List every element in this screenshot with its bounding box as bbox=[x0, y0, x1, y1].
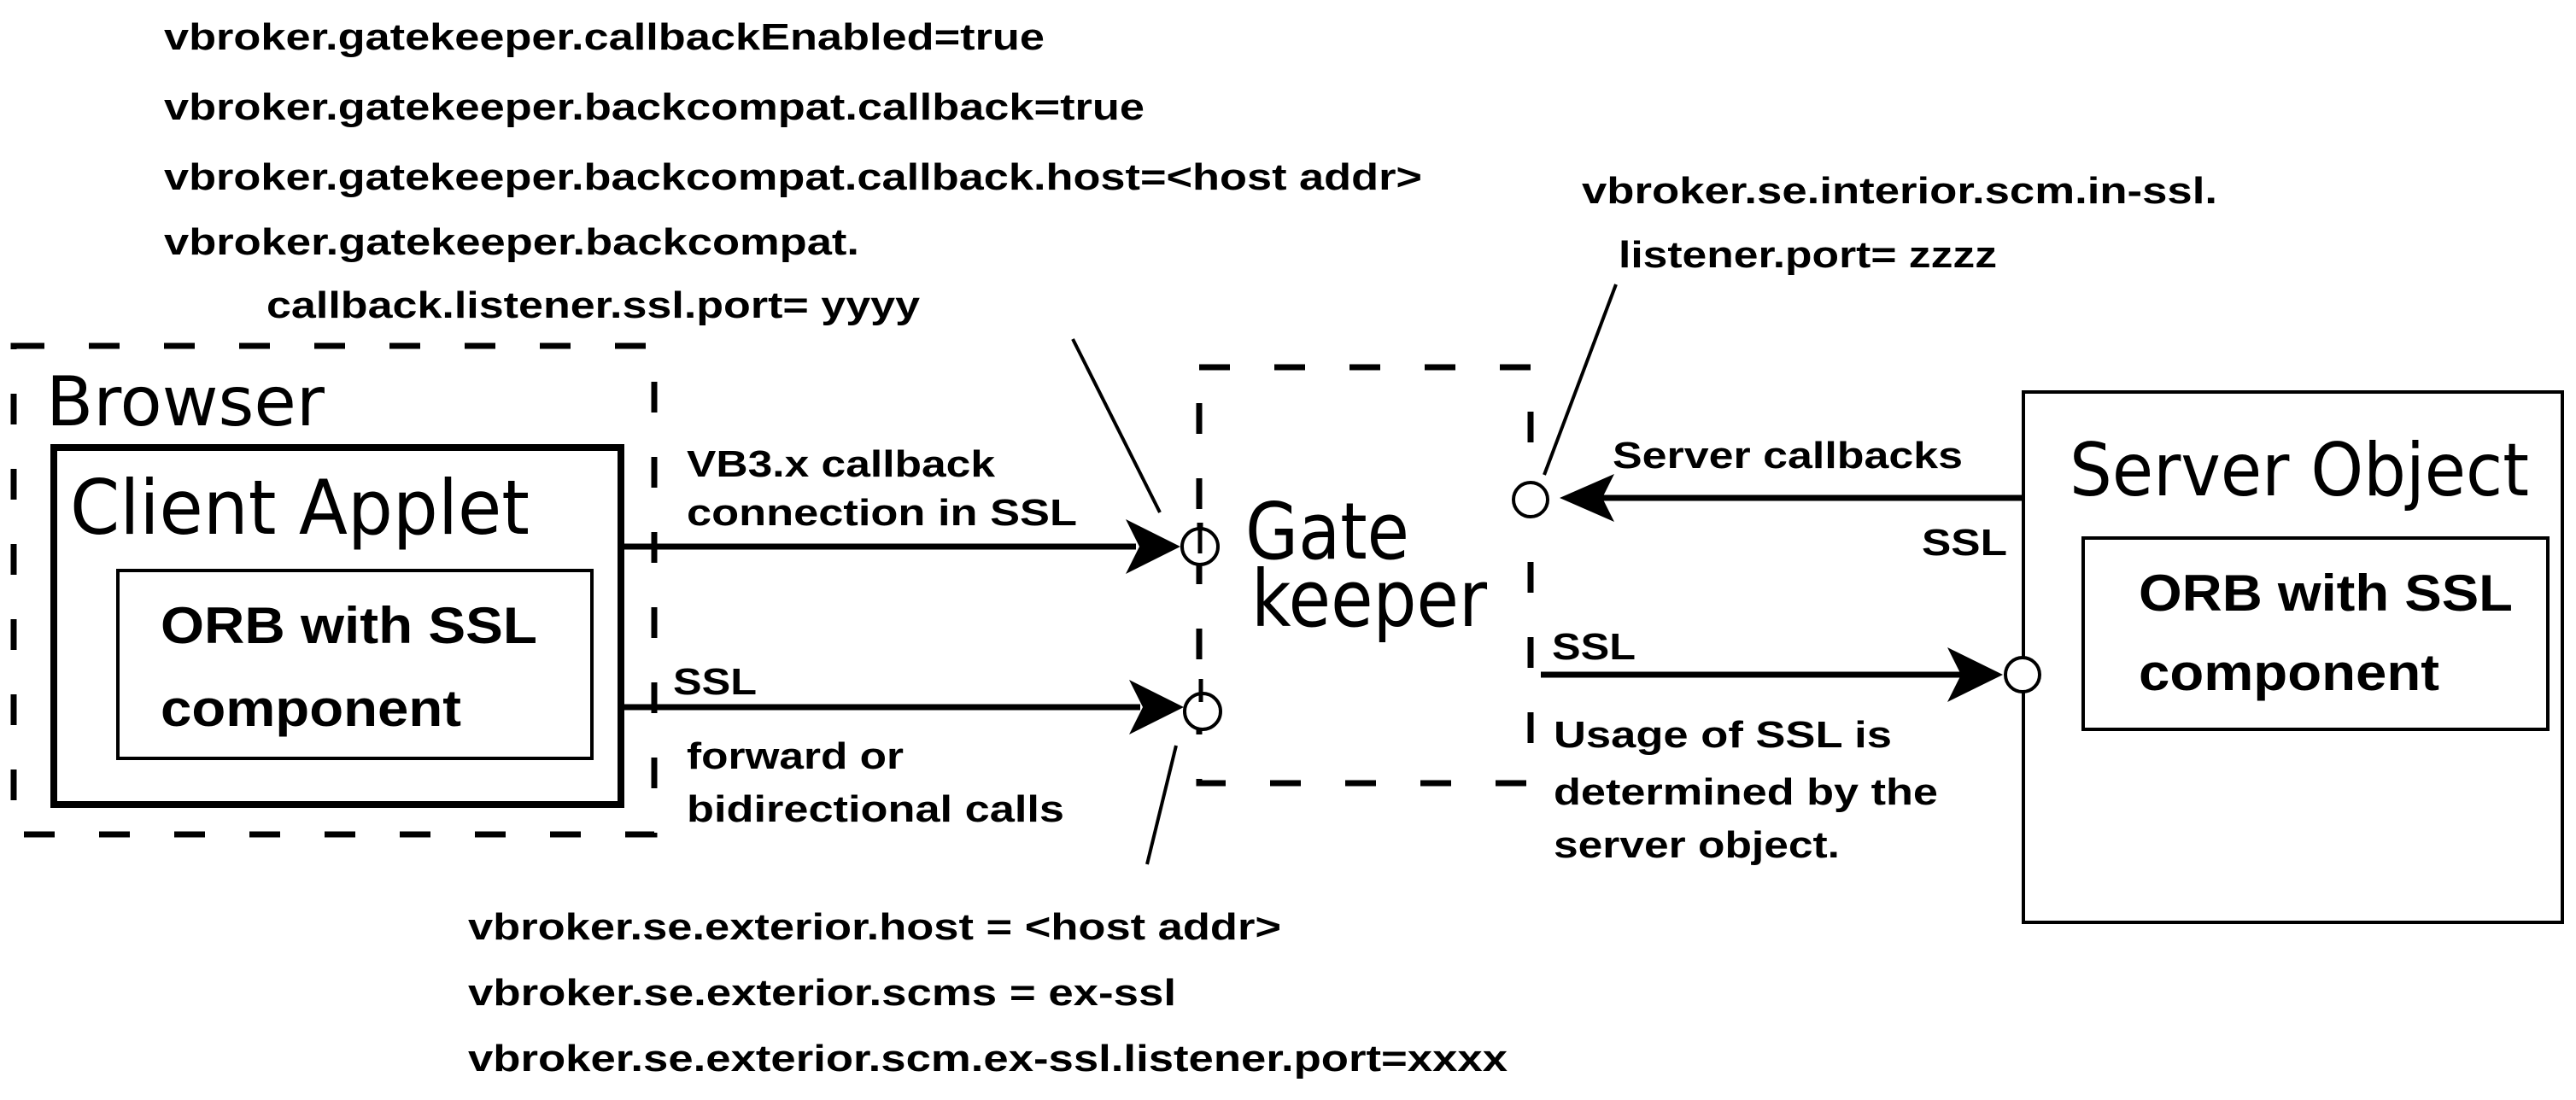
callback-arrowhead-icon bbox=[1126, 519, 1180, 574]
callback-label-line2: connection in SSL bbox=[687, 492, 1077, 534]
to-server-note-line3: server object. bbox=[1554, 824, 1840, 866]
exterior-properties: vbroker.se.exterior.host = <host addr> v… bbox=[468, 906, 1508, 1080]
server-callbacks-protocol-label: SSL bbox=[1922, 522, 2007, 564]
server-orb-box bbox=[2081, 536, 2550, 731]
property-callback-listener-ssl-port: callback.listener.ssl.port= yyyy bbox=[266, 284, 921, 326]
gatekeeper-callback-properties: vbroker.gatekeeper.callbackEnabled=true … bbox=[164, 16, 1422, 326]
server-callbacks-arrowhead-icon bbox=[1560, 474, 1614, 522]
server-orb-label-line1: ORB with SSL bbox=[2139, 565, 2513, 622]
callback-connection: VB3.x callback connection in SSL bbox=[621, 443, 1180, 574]
to-server-arrowhead-icon bbox=[1947, 647, 2003, 702]
property-interior-scm-prefix: vbroker.se.interior.scm.in-ssl. bbox=[1582, 170, 2217, 212]
server-object-label: Server Object bbox=[2070, 428, 2529, 513]
callback-label-line1: VB3.x callback bbox=[687, 443, 996, 485]
gatekeeper-label-line2: keeper bbox=[1251, 553, 1487, 645]
gatekeeper-label-line1: Gate bbox=[1245, 486, 1409, 577]
gatekeeper-boundary bbox=[1196, 364, 1534, 787]
property-interior-listener-port: listener.port= zzzz bbox=[1619, 234, 1997, 276]
forward-arrowhead-icon bbox=[1129, 680, 1184, 734]
to-server-note-line1: Usage of SSL is bbox=[1554, 714, 1892, 756]
property-callback-enabled: vbroker.gatekeeper.callbackEnabled=true bbox=[164, 16, 1045, 58]
property-exterior-host: vbroker.se.exterior.host = <host addr> bbox=[468, 906, 1281, 948]
forward-label-line1: forward or bbox=[687, 735, 904, 777]
server-orb-label-line2: component bbox=[2139, 644, 2439, 701]
property-backcompat-callback: vbroker.gatekeeper.backcompat.callback=t… bbox=[164, 86, 1145, 128]
forward-protocol-label: SSL bbox=[673, 661, 757, 703]
server-callbacks-label: Server callbacks bbox=[1613, 435, 1963, 477]
client-orb-box bbox=[116, 569, 594, 760]
interior-properties-leader-line bbox=[1543, 284, 1618, 476]
client-applet-label: Client Applet bbox=[70, 464, 530, 552]
callback-properties-leader-line bbox=[1071, 338, 1162, 513]
server-callbacks-connection: Server callbacks SSL bbox=[1560, 435, 2023, 564]
property-exterior-listener-port: vbroker.se.exterior.scm.ex-ssl.listener.… bbox=[468, 1038, 1508, 1080]
to-server-protocol-label: SSL bbox=[1552, 626, 1636, 668]
browser-label: Browser bbox=[46, 362, 325, 442]
gatekeeper-interior-port-icon bbox=[1512, 481, 1549, 518]
property-exterior-scms: vbroker.se.exterior.scms = ex-ssl bbox=[468, 972, 1176, 1014]
server-object-port-icon bbox=[2004, 656, 2041, 693]
interior-scm-properties: vbroker.se.interior.scm.in-ssl. listener… bbox=[1582, 170, 2217, 276]
property-backcompat-callback-host: vbroker.gatekeeper.backcompat.callback.h… bbox=[164, 156, 1422, 198]
client-orb-label-line2: component bbox=[161, 680, 461, 737]
browser-boundary bbox=[10, 342, 658, 838]
to-server-note-line2: determined by the bbox=[1554, 771, 1938, 813]
forward-label-line2: bidirectional calls bbox=[687, 788, 1064, 830]
client-orb-label-line1: ORB with SSL bbox=[161, 597, 537, 654]
client-applet-box bbox=[50, 444, 624, 808]
property-backcompat-prefix: vbroker.gatekeeper.backcompat. bbox=[164, 221, 859, 263]
exterior-properties-leader-line bbox=[1145, 745, 1178, 865]
to-server-connection: SSL Usage of SSL is determined by the se… bbox=[1541, 626, 2003, 866]
forward-connection: SSL forward or bidirectional calls bbox=[621, 661, 1184, 830]
